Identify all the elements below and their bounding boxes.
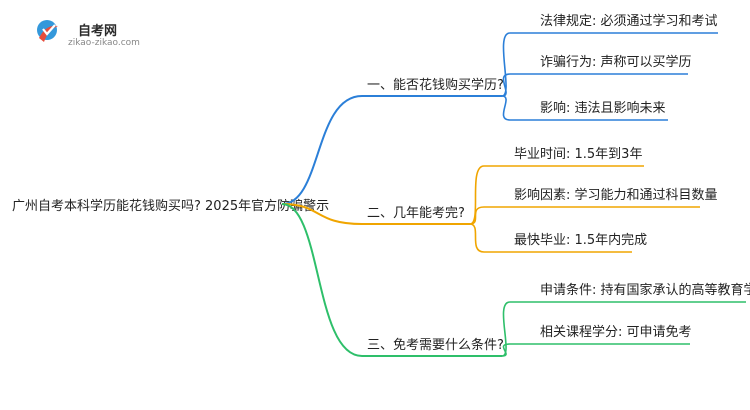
- leaf-topic: 影响因素: 学习能力和通过科目数量: [514, 187, 718, 203]
- leaf-topic: 诈骗行为: 声称可以买学历: [540, 54, 692, 70]
- leaf-connector: [501, 73, 511, 97]
- logo-name: 自考网: [78, 24, 118, 39]
- logo-icon: [37, 20, 58, 42]
- leaf-connector: [501, 301, 511, 357]
- leaf-connector: [469, 223, 485, 253]
- leaf-topic: 相关课程学分: 可申请免考: [540, 324, 692, 340]
- branch-connector: [281, 203, 363, 225]
- leaf-connector: [469, 165, 485, 225]
- leaf-topic: 法律规定: 必须通过学习和考试: [540, 13, 718, 29]
- branch-topic: 一、能否花钱购买学历?: [367, 77, 504, 93]
- branch-topic: 三、免考需要什么条件?: [367, 337, 504, 353]
- logo-url: zikao-zikao.com: [68, 38, 140, 48]
- site-logo[interactable]: 自考网 zikao-zikao.com: [34, 16, 174, 56]
- leaf-topic: 毕业时间: 1.5年到3年: [514, 147, 642, 162]
- root-topic: 广州自考本科学历能花钱购买吗? 2025年官方防骗警示: [12, 198, 329, 214]
- leaf-connector: [469, 206, 485, 225]
- branch-connector: [281, 203, 363, 357]
- leaf-connector: [501, 32, 511, 97]
- leaf-connector: [501, 343, 511, 357]
- leaf-topic: 最快毕业: 1.5年内完成: [514, 232, 647, 248]
- branch-topic: 二、几年能考完?: [367, 206, 465, 221]
- branch-connector: [281, 95, 363, 205]
- leaf-topic: 申请条件: 持有国家承认的高等教育学历: [540, 282, 750, 298]
- leaf-connector: [501, 95, 511, 121]
- leaf-topic: 影响: 违法且影响未来: [540, 100, 666, 116]
